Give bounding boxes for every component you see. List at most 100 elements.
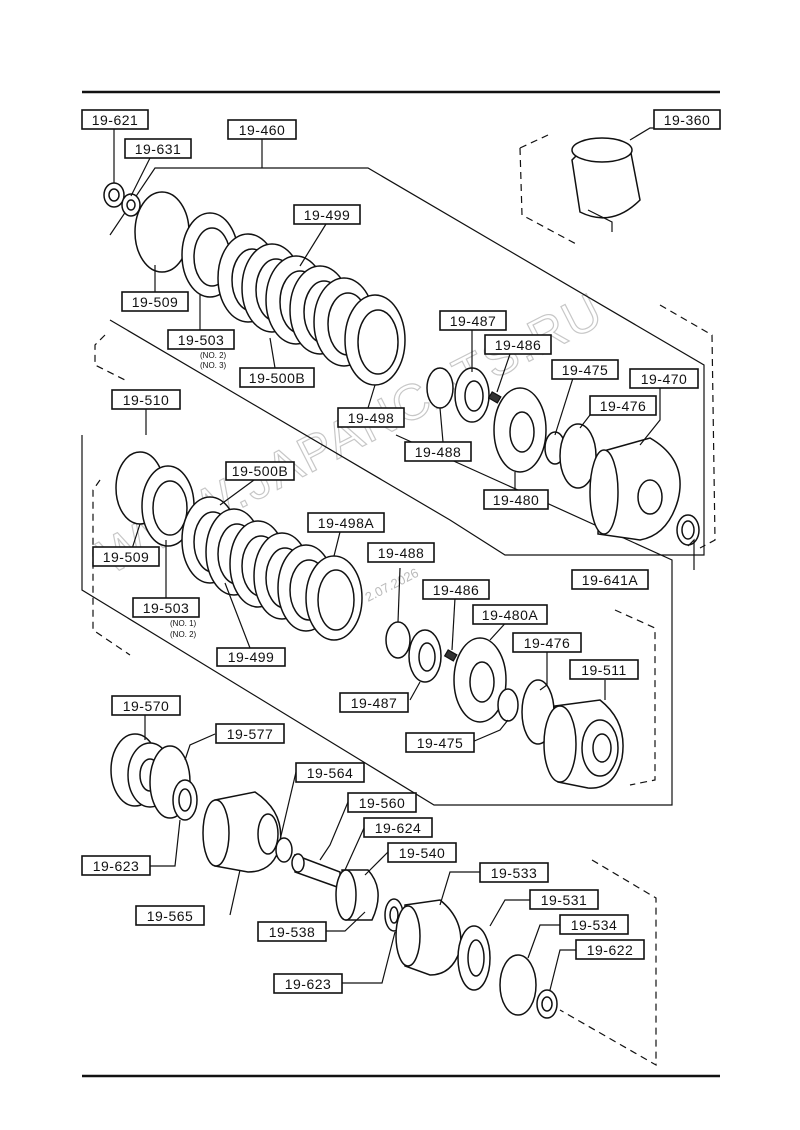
label-19-564: 19-564 [295,762,365,783]
part-534-snap-ring [499,954,537,1016]
label-19-577: 19-577 [215,723,285,744]
label-19-509-lower: 19-509 [92,546,160,567]
svg-text:19-475: 19-475 [562,362,609,378]
label-19-486-upper: 19-486 [484,334,552,355]
part-641a-inner [681,520,695,540]
svg-text:19-540: 19-540 [399,845,446,861]
label-19-623-left: 19-623 [81,855,151,876]
label-19-487-upper: 19-487 [439,310,507,331]
part-488b-snap-ring [385,621,411,659]
label-19-498a: 19-498A [307,512,385,533]
part-511-drum [543,699,624,789]
label-19-560: 19-560 [347,792,417,813]
part-622-hole [541,996,553,1012]
part-480-inner [509,411,535,453]
part-531-inner [467,939,485,977]
label-19-475-lower: 19-475 [405,732,475,753]
label-19-538: 19-538 [257,921,327,942]
dashed-outline-6 [559,859,657,1067]
dashed-outline-2 [659,304,716,549]
svg-text:19-622: 19-622 [587,942,634,958]
part-631-hole [126,199,136,211]
label-19-503-lower: 19-503 [132,597,200,618]
svg-text:19-565: 19-565 [147,908,194,924]
svg-text:19-476: 19-476 [524,635,571,651]
label-19-531: 19-531 [529,889,599,910]
svg-text:19-475: 19-475 [417,735,464,751]
label-19-480: 19-480 [483,489,549,510]
note-no3-upper: (NO. 3) [200,361,227,370]
watermark-date: 2.07.2026 [363,565,421,605]
svg-text:19-480A: 19-480A [482,607,539,623]
part-488-snap-ring [426,367,454,409]
svg-text:19-498A: 19-498A [318,515,375,531]
svg-text:19-360: 19-360 [664,112,711,128]
svg-text:19-503: 19-503 [178,332,225,348]
svg-text:19-486: 19-486 [495,337,542,353]
part-498a-inner [317,569,355,631]
label-19-500b-upper: 19-500B [239,367,315,388]
label-19-480a: 19-480A [472,604,548,625]
label-19-460: 19-460 [227,119,297,140]
svg-text:19-470: 19-470 [641,371,688,387]
part-486-spring [487,391,502,404]
svg-text:19-499: 19-499 [304,207,351,223]
label-19-631: 19-631 [124,138,192,159]
svg-text:19-570: 19-570 [123,698,170,714]
svg-text:19-487: 19-487 [351,695,398,711]
svg-text:19-487: 19-487 [450,313,497,329]
svg-text:19-577: 19-577 [227,726,274,742]
label-19-486-lower: 19-486 [422,579,490,600]
label-19-540: 19-540 [387,842,457,863]
svg-text:19-460: 19-460 [239,122,286,138]
svg-text:19-560: 19-560 [359,795,406,811]
svg-text:19-641A: 19-641A [582,572,639,588]
part-487-inner [464,380,484,412]
svg-text:19-476: 19-476 [600,398,647,414]
part-470-drum [589,437,681,541]
label-19-565: 19-565 [135,905,205,926]
part-360-band [571,137,641,232]
svg-text:19-621: 19-621 [92,112,139,128]
part-623b-inner [389,906,399,924]
svg-text:19-510: 19-510 [123,392,170,408]
label-19-623-lower: 19-623 [273,973,343,994]
svg-text:19-488: 19-488 [415,444,462,460]
part-564-washer [275,837,293,863]
label-19-470: 19-470 [629,368,699,389]
label-19-509-upper: 19-509 [121,291,189,312]
part-486b-spring [443,649,458,662]
svg-text:19-533: 19-533 [491,865,538,881]
svg-text:19-623: 19-623 [285,976,332,992]
part-475b-seal [497,688,519,722]
svg-text:19-486: 19-486 [433,582,480,598]
part-621-hole [108,188,120,202]
svg-text:19-631: 19-631 [135,141,182,157]
svg-text:19-511: 19-511 [581,662,627,678]
label-19-488-lower: 19-488 [367,542,435,563]
label-19-487-lower: 19-487 [339,692,409,713]
part-480a-inner [469,661,495,703]
part-487b-inner [418,642,436,672]
part-540-carrier [335,869,379,921]
svg-text:19-623: 19-623 [93,858,140,874]
svg-text:19-503: 19-503 [143,600,190,616]
label-19-570: 19-570 [111,695,181,716]
label-19-511: 19-511 [569,659,639,680]
svg-text:19-500B: 19-500B [232,463,288,479]
svg-text:19-538: 19-538 [269,924,316,940]
svg-text:19-624: 19-624 [375,820,422,836]
label-19-500b-lower: 19-500B [225,461,295,481]
svg-text:19-498: 19-498 [348,410,395,426]
dashed-outline-5 [614,609,656,786]
part-503b-inner [152,480,188,536]
svg-text:19-509: 19-509 [103,549,150,565]
label-19-641a: 19-641A [571,569,649,590]
group-460-outline [109,167,705,556]
part-498-inner [357,309,399,375]
part-509-snap-ring [134,191,190,273]
label-19-498: 19-498 [337,407,405,428]
label-19-510: 19-510 [111,389,181,410]
svg-text:19-488: 19-488 [378,545,425,561]
